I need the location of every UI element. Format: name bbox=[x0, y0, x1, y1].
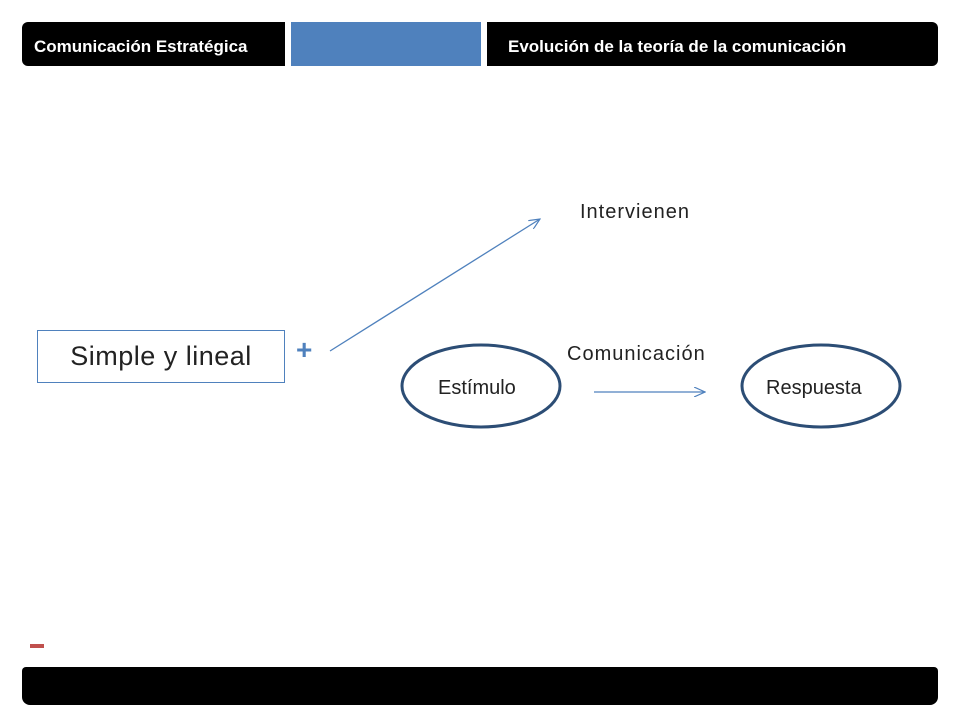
plus-icon: + bbox=[296, 334, 313, 365]
header-accent-block bbox=[291, 22, 481, 66]
intervienen-label: Intervienen bbox=[580, 201, 690, 223]
respuesta-label: Respuesta bbox=[766, 377, 862, 399]
slide-title: Evolución de la teoría de la comunicació… bbox=[508, 37, 847, 56]
header-left-bar: Comunicación Estratégica bbox=[22, 22, 285, 66]
estimulo-node bbox=[400, 343, 562, 429]
comunicacion-label: Comunicación bbox=[567, 343, 706, 365]
simple-lineal-box: Simple y lineal bbox=[37, 330, 285, 383]
respuesta-node bbox=[740, 343, 902, 429]
footer-bar bbox=[22, 667, 938, 705]
estimulo-label: Estímulo bbox=[438, 377, 516, 399]
header-right-bar: Evolución de la teoría de la comunicació… bbox=[487, 22, 938, 66]
box-label: Simple y lineal bbox=[70, 341, 252, 371]
arrow-to-intervienen bbox=[329, 219, 540, 352]
course-title: Comunicación Estratégica bbox=[34, 37, 248, 56]
minus-icon bbox=[30, 644, 44, 648]
